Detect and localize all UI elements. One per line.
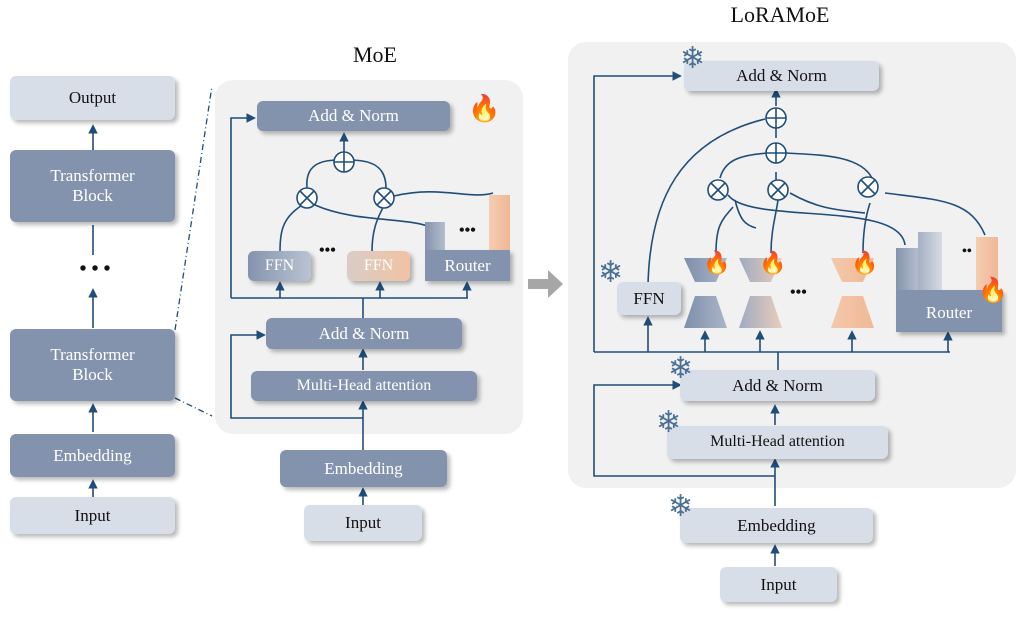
transformer-block-bottom: Transformer Block — [10, 329, 175, 401]
lora-input: Input — [720, 567, 837, 602]
moe-ffn-2: FFN — [347, 251, 410, 281]
lora-expert-ellipsis: ••• — [790, 284, 807, 301]
lora-residual-1 — [593, 380, 775, 477]
moe-residual-1 — [230, 330, 363, 419]
moe-add-norm-top: Add & Norm — [257, 101, 450, 131]
embedding-block: Embedding — [10, 434, 175, 477]
lora-router: Router — [896, 290, 1002, 332]
lora-expert-1 — [684, 258, 727, 328]
lora-ffn: FFN — [617, 282, 681, 315]
snowflake-icon: ❄ — [656, 406, 682, 439]
fire-icon: 🔥 — [468, 94, 501, 123]
fire-icon: 🔥 — [759, 250, 787, 275]
input-block: Input — [10, 497, 175, 534]
lora-residual-2 — [593, 71, 682, 352]
loramoe-title: LoRAMoE — [730, 2, 830, 27]
lora-expert-3 — [831, 258, 874, 328]
lora-plus-operator-top — [765, 107, 787, 129]
fire-icon: 🔥 — [703, 250, 731, 275]
zoom-line-bottom — [174, 397, 213, 417]
snowflake-icon: ❄ — [598, 256, 624, 289]
moe-router-bar-1 — [425, 222, 445, 250]
snowflake-icon: ❄ — [680, 42, 706, 75]
moe-input: Input — [304, 505, 422, 541]
moe-multi-head-attention: Multi-Head attention — [251, 371, 477, 401]
lora-multiply-operator-1 — [707, 179, 729, 201]
layers-ellipsis: • • • — [79, 258, 111, 280]
snowflake-icon: ❄ — [668, 490, 694, 523]
moe-plus-operator — [333, 151, 355, 173]
snowflake-icon: ❄ — [668, 352, 694, 385]
moe-ffn-1: FFN — [248, 251, 311, 281]
lora-multiply-operator-2 — [767, 179, 789, 201]
lora-router-bar-2 — [918, 232, 942, 290]
lora-plus-operator-mid — [765, 142, 787, 164]
moe-ffn-ellipsis: ••• — [319, 242, 336, 259]
lora-router-bar-3 — [976, 237, 998, 290]
moe-multiply-operator-2 — [373, 187, 395, 209]
fire-icon: 🔥 — [978, 278, 1008, 304]
zoom-line-top — [174, 85, 213, 331]
moe-router-ellipsis: ••• — [459, 222, 476, 239]
lora-add-norm-top: Add & Norm — [684, 61, 879, 91]
moe-embedding: Embedding — [280, 450, 447, 487]
moe-add-norm-bottom: Add & Norm — [266, 318, 462, 349]
moe-router-bar-2 — [489, 195, 510, 250]
output-block: Output — [10, 76, 175, 120]
fire-icon: 🔥 — [851, 250, 879, 275]
lora-embedding: Embedding — [680, 508, 873, 543]
moe-residual-2 — [230, 113, 256, 298]
transition-arrow-icon — [528, 270, 563, 298]
lora-multiply-operator-3 — [857, 176, 879, 198]
lora-router-ellipsis: •• — [962, 244, 972, 259]
lora-router-bar-1 — [896, 248, 918, 290]
lora-expert-2 — [739, 258, 782, 328]
transformer-block-top: Transformer Block — [10, 150, 175, 222]
moe-router: Router — [425, 250, 510, 281]
moe-title: MoE — [353, 42, 397, 67]
moe-multiply-operator-1 — [296, 187, 318, 209]
lora-add-norm-bottom: Add & Norm — [680, 370, 875, 401]
lora-multi-head-attention: Multi-Head attention — [667, 426, 888, 459]
